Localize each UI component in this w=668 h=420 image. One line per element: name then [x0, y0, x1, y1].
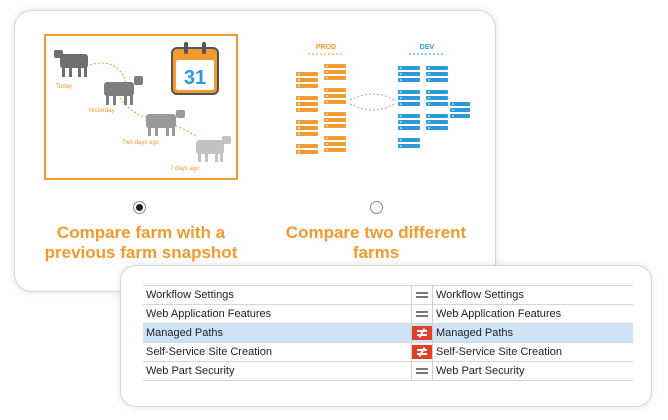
server-icon	[324, 70, 346, 74]
table-row[interactable]: Workflow Settings Workflow Settings	[143, 285, 633, 305]
server-icon	[296, 120, 318, 124]
label-today: Today	[56, 84, 72, 90]
table-row[interactable]: Self-Service Site Creation Self-Service S…	[143, 342, 633, 362]
label-two-days-ago: Two days ago	[122, 140, 160, 146]
left-setting: Web Part Security	[143, 361, 412, 381]
calendar-day: 31	[184, 67, 206, 89]
server-icon	[296, 144, 318, 148]
server-icon	[296, 108, 318, 112]
server-icon	[324, 136, 346, 140]
not-equal-icon	[412, 345, 432, 359]
cow-icon	[104, 76, 143, 105]
cows-timeline-illustration: Today Yesterday Two days ago 7 days ago	[54, 42, 231, 172]
right-setting: Web Part Security	[432, 361, 633, 381]
server-icon	[426, 120, 448, 124]
option-snapshot-line1: Compare farm with a	[56, 223, 226, 242]
server-icon	[296, 78, 318, 82]
server-icon	[398, 96, 420, 100]
right-setting: Managed Paths	[432, 323, 633, 343]
server-icon	[426, 96, 448, 100]
server-icon	[324, 112, 346, 116]
two-farms-illustration: PROD DEV	[276, 34, 472, 176]
server-icon	[398, 102, 420, 106]
server-icon	[324, 64, 346, 68]
prod-label: PROD	[316, 44, 336, 51]
server-icon	[324, 148, 346, 152]
cow-icon	[196, 136, 231, 162]
left-setting: Web Application Features	[143, 304, 412, 324]
server-icon	[296, 72, 318, 76]
option-two-farms-line2: farms	[352, 243, 400, 262]
server-icon	[296, 102, 318, 106]
option-two-farms-label[interactable]: Compare two different farms	[266, 223, 486, 263]
server-icon	[426, 78, 448, 82]
equal-icon	[416, 311, 428, 318]
option-snapshot-label[interactable]: Compare farm with a previous farm snapsh…	[30, 223, 252, 263]
server-icon	[426, 66, 448, 70]
equal-icon	[416, 292, 428, 299]
table-row[interactable]: Managed Paths Managed Paths	[143, 323, 633, 343]
server-icon	[324, 76, 346, 80]
server-icon	[450, 108, 472, 112]
snapshot-illustration: Today Yesterday Two days ago 7 days ago	[44, 34, 238, 180]
server-icon	[450, 102, 472, 106]
left-setting: Workflow Settings	[143, 285, 412, 305]
server-icon	[398, 114, 420, 118]
calendar-icon: 31	[171, 42, 219, 95]
left-setting: Managed Paths	[143, 323, 412, 343]
table-row[interactable]: Web Part Security Web Part Security	[143, 361, 633, 381]
radio-compare-snapshot[interactable]	[133, 201, 146, 214]
server-icon	[398, 90, 420, 94]
prod-servers	[296, 64, 346, 154]
status-cell	[411, 285, 433, 305]
server-icon	[296, 84, 318, 88]
server-icon	[296, 96, 318, 100]
right-setting: Web Application Features	[432, 304, 633, 324]
option-two-farms-line1: Compare two different	[285, 223, 467, 242]
servers-illustration: PROD DEV	[296, 44, 472, 154]
server-icon	[398, 126, 420, 130]
status-cell	[411, 304, 433, 324]
label-7-days-ago: 7 days ago	[170, 166, 200, 172]
server-icon	[296, 132, 318, 136]
server-icon	[426, 72, 448, 76]
option-snapshot-line2: previous farm snapshot	[44, 243, 238, 262]
right-setting: Workflow Settings	[432, 285, 633, 305]
server-icon	[398, 138, 420, 142]
cow-icon	[146, 110, 185, 136]
server-icon	[398, 144, 420, 148]
radio-compare-two-farms[interactable]	[370, 201, 383, 214]
server-icon	[398, 66, 420, 70]
server-icon	[324, 124, 346, 128]
server-icon	[324, 94, 346, 98]
label-yesterday: Yesterday	[88, 108, 114, 114]
table-row[interactable]: Web Application Features Web Application …	[143, 304, 633, 324]
server-icon	[426, 126, 448, 130]
server-icon	[398, 78, 420, 82]
server-icon	[398, 72, 420, 76]
server-icon	[398, 120, 420, 124]
status-cell	[411, 342, 433, 362]
right-setting: Self-Service Site Creation	[432, 342, 633, 362]
dev-label: DEV	[420, 44, 435, 51]
server-icon	[324, 142, 346, 146]
not-equal-icon	[412, 326, 432, 340]
dev-servers	[398, 66, 472, 148]
server-icon	[426, 90, 448, 94]
server-icon	[324, 118, 346, 122]
left-setting: Self-Service Site Creation	[143, 342, 412, 362]
server-icon	[324, 100, 346, 104]
equal-icon	[416, 368, 428, 375]
server-icon	[426, 114, 448, 118]
server-icon	[296, 126, 318, 130]
server-icon	[450, 114, 472, 118]
cow-icon	[54, 50, 88, 77]
status-cell	[411, 323, 433, 343]
server-icon	[426, 102, 448, 106]
server-icon	[296, 150, 318, 154]
status-cell	[411, 361, 433, 381]
server-icon	[324, 88, 346, 92]
